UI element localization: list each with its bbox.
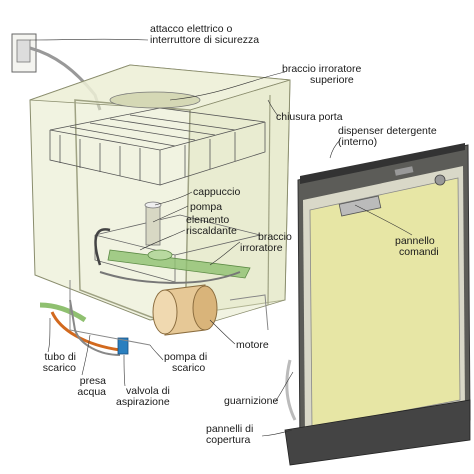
label-intake-valve: valvola di aspirazione bbox=[116, 385, 170, 408]
label-pump: pompa bbox=[190, 201, 223, 213]
leader-lines bbox=[29, 38, 413, 437]
door-gasket bbox=[285, 359, 297, 421]
upper-rack bbox=[49, 107, 266, 186]
frame bbox=[69, 280, 269, 346]
motor bbox=[152, 284, 218, 336]
heating-element bbox=[99, 271, 241, 284]
pump-assembly bbox=[144, 201, 162, 246]
intake-valve bbox=[117, 337, 129, 355]
label-heating-element: elemento riscaldante bbox=[186, 214, 237, 237]
label-gasket: guarnizione bbox=[224, 395, 279, 407]
wall-socket bbox=[11, 33, 102, 111]
label-cap: cappuccio bbox=[193, 186, 241, 198]
label-water-inlet: presa acqua bbox=[77, 375, 106, 398]
label-drain-hose: tubo di scarico bbox=[42, 351, 76, 374]
upper-spray-arm bbox=[109, 91, 201, 109]
label-control-panel: pannello comandi bbox=[395, 235, 439, 258]
label-electrical: attacco elettrico o interruttore di sicu… bbox=[150, 23, 260, 46]
label-upper-spray-arm: braccio irroratore superiore bbox=[282, 63, 362, 86]
lower-spray-arm bbox=[107, 249, 251, 279]
label-door-latch: chiusura porta bbox=[276, 111, 343, 123]
label-dispenser: dispenser detergente (interno) bbox=[338, 125, 437, 148]
label-lower-spray-arm: braccio irroratore bbox=[240, 231, 292, 254]
dishwasher-door bbox=[297, 143, 471, 451]
label-drain-pump: pompa di scarico bbox=[164, 351, 208, 374]
label-motor: motore bbox=[236, 339, 269, 351]
cover-panels bbox=[284, 399, 471, 466]
water-hoses bbox=[39, 228, 121, 356]
label-cover-panels: pannelli di copertura bbox=[206, 423, 254, 446]
